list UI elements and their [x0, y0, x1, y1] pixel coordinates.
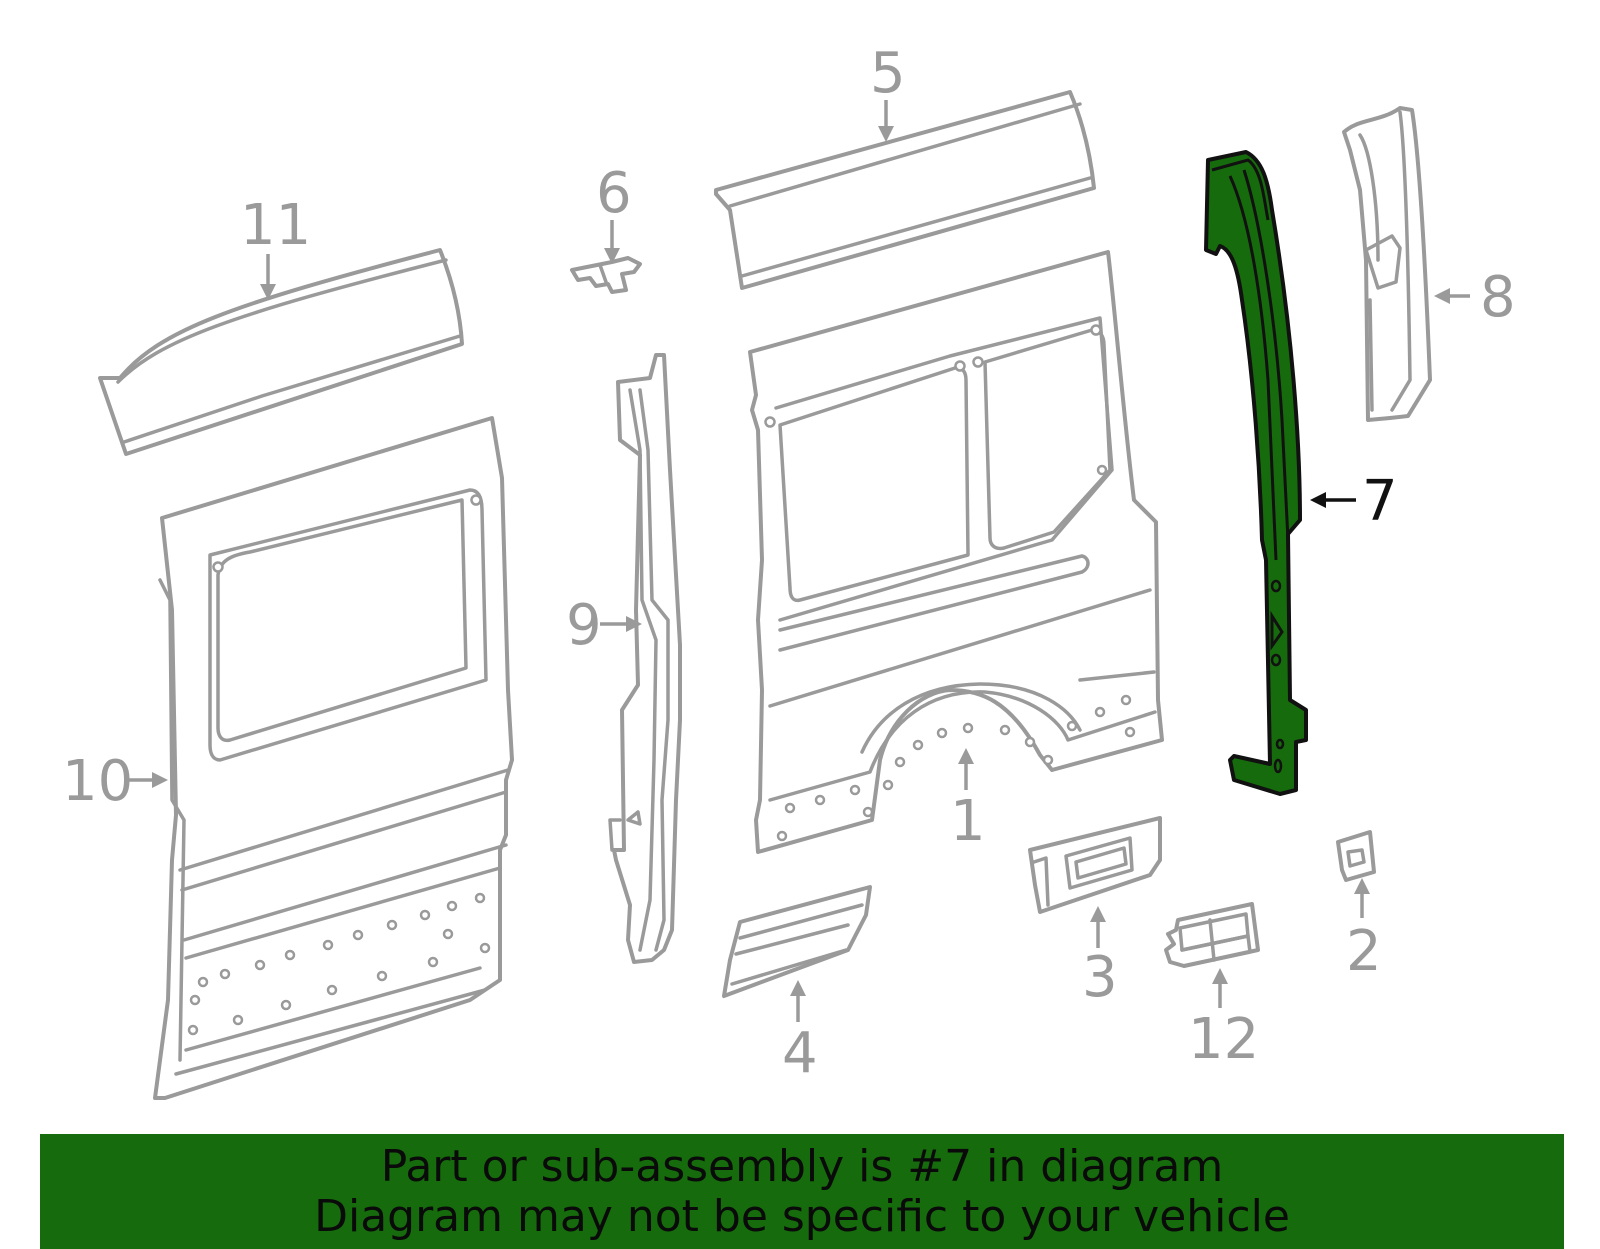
callout-10: 10 [62, 749, 133, 814]
callout-9: 9 [566, 593, 602, 658]
part-1-main-side-panel[interactable] [748, 250, 1164, 854]
callout-5: 5 [870, 41, 906, 106]
part-2-small-bracket[interactable] [1336, 830, 1376, 882]
callout-2: 2 [1346, 919, 1382, 984]
part-10-side-panel[interactable] [153, 416, 514, 1100]
callout-8: 8 [1480, 265, 1516, 330]
part-11-roof-moulding[interactable] [98, 248, 464, 456]
callout-3: 3 [1082, 945, 1118, 1010]
callout-11: 11 [240, 193, 311, 258]
part-9-pillar-reinforcement[interactable] [608, 353, 682, 964]
leader-arrows [126, 100, 1470, 1022]
part-8-pillar-trim[interactable] [1342, 106, 1432, 422]
part-5-upper-rail[interactable] [714, 90, 1096, 290]
info-banner: Part or sub-assembly is #7 in diagram Di… [40, 1134, 1564, 1249]
part-6-bracket[interactable] [570, 256, 642, 294]
part-4-lower-trim[interactable] [722, 885, 872, 998]
part-3-lower-extension[interactable] [1028, 816, 1162, 914]
callout-4: 4 [782, 1021, 818, 1086]
callout-7: 7 [1362, 469, 1398, 534]
banner-line-1: Part or sub-assembly is #7 in diagram [380, 1140, 1224, 1192]
callout-1: 1 [950, 789, 986, 854]
banner-line-2: Diagram may not be specific to your vehi… [314, 1190, 1290, 1242]
part-7-highlighted-pillar[interactable] [1204, 150, 1308, 796]
callout-6: 6 [596, 161, 632, 226]
callout-12: 12 [1188, 1007, 1259, 1072]
part-12-vent[interactable] [1164, 902, 1260, 968]
